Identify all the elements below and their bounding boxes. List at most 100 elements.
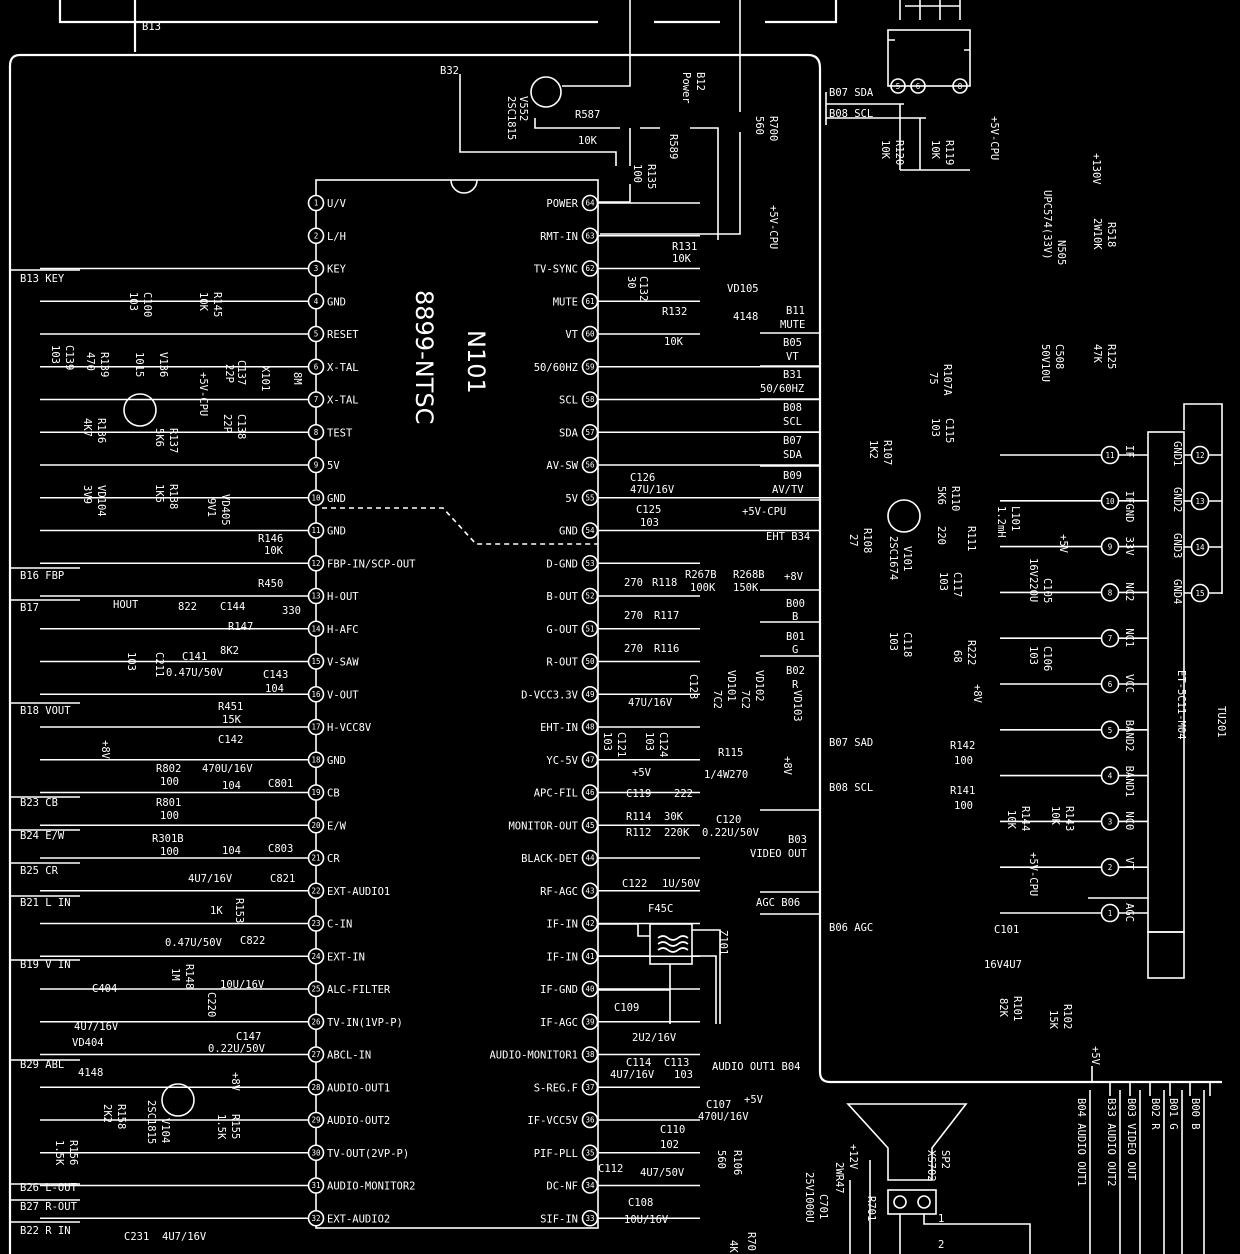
component-label: R144 [1019, 806, 1031, 831]
ic-pin-name: EHT-IN [540, 722, 578, 734]
component-label: 4K [727, 1240, 739, 1253]
ic-reference: N101 [462, 330, 490, 394]
ic-pin-number: 4 [314, 297, 319, 306]
ic-pin-name: 5V [565, 493, 578, 505]
ic-pin-name: R-OUT [546, 657, 578, 669]
ic-pin-circle [581, 1144, 599, 1162]
tuner-pin-number: 1 [1108, 909, 1113, 918]
component-label: +8V [971, 684, 983, 704]
net-label: B32 [440, 65, 459, 77]
bus-label: B26 L-OUT [20, 1182, 78, 1194]
bus-label: VIDEO OUT [750, 848, 808, 860]
ic-pin-circle [307, 587, 325, 605]
ic-pin-name: GND [327, 296, 346, 308]
ic-pin-name: TV-OUT(2VP-P) [327, 1148, 409, 1160]
ic-pin-circle [581, 456, 599, 474]
ic-pin-circle [307, 456, 325, 474]
component-label: C211 [153, 652, 165, 677]
ic-pin-number: 9 [314, 461, 319, 470]
ic-pin-number: 15 [311, 657, 320, 666]
component-label: 30K [664, 811, 684, 823]
ic-pin-name: DC-NF [546, 1181, 578, 1193]
component-label: R116 [654, 643, 679, 655]
ic-pin-name: SCL [559, 395, 578, 407]
ic-pin-circle [307, 1078, 325, 1096]
component-label: 560 [753, 116, 765, 135]
ic-pin-name: 5V [327, 460, 340, 472]
component-label: C404 [92, 983, 117, 995]
component-label: 270 [624, 643, 643, 655]
component-label: 330 [282, 605, 301, 617]
component-label: R101 [1011, 996, 1023, 1021]
ic-pin-circle [581, 1078, 599, 1096]
ic-pin-name: RF-AGC [540, 886, 578, 898]
bus-label: B33 AUDIO OUT2 [1105, 1098, 1117, 1187]
component-label: 10K [929, 140, 941, 160]
component-label: C120 [716, 814, 741, 826]
tuner-pin-name: GND4 [1171, 579, 1183, 604]
ic-pin-number: 43 [585, 886, 594, 895]
component-label: 220 [935, 526, 947, 545]
component-label: C100 [141, 292, 153, 317]
component-label: 3V9 [81, 485, 93, 504]
component-label: R143 [1063, 806, 1075, 831]
ic-pin-number: 30 [311, 1148, 321, 1157]
tuner-pin-name: VT [1123, 857, 1135, 870]
ic-pin-number: 6 [314, 362, 319, 371]
component-label: C147 [236, 1031, 261, 1043]
component-label: X101 [259, 366, 271, 391]
ic-pin-circle [307, 1177, 325, 1194]
ic-pin-number: 24 [311, 952, 321, 961]
ic-pin-circle [581, 1046, 599, 1063]
component-label: R112 [626, 827, 651, 839]
bus-label: B13 KEY [20, 273, 65, 285]
ic-pin-circle [581, 423, 599, 441]
ic-pin-number: 1 [314, 199, 319, 208]
component-label: VD105 [727, 283, 759, 295]
connector-pin-number: 2 [938, 1239, 944, 1251]
component-label: 103 [929, 418, 941, 437]
ic-pin-number: 22 [311, 886, 320, 895]
component-label: +5V-CPU [197, 372, 209, 416]
component-label: 0.47U/50V [165, 937, 223, 949]
ic-pin-name: POWER [546, 198, 578, 210]
ic-pin-number: 59 [585, 362, 594, 371]
component-label: R120 [893, 140, 905, 165]
ic-pin-number: 17 [311, 723, 320, 732]
component-label: HOUT [113, 599, 139, 611]
tuner-pin-number: 8 [1108, 588, 1113, 597]
component-label: 4U7/50V [640, 1167, 685, 1179]
ic-pin-circle [581, 325, 599, 343]
component-label: R156 [67, 1140, 79, 1165]
ic-pin-number: 35 [585, 1148, 594, 1157]
bus-label: B01 [786, 631, 805, 643]
component-label: R135 [645, 164, 657, 189]
component-label: 1015 [133, 352, 145, 377]
component-label: 100 [160, 776, 179, 788]
bus-label: G [792, 644, 798, 656]
tuner-pin-name: GND1 [1171, 441, 1183, 466]
component-label: 15K [1047, 1010, 1059, 1030]
component-label: 103 [127, 292, 139, 311]
component-label: 8K2 [220, 645, 239, 657]
component-label: +8V [781, 756, 793, 776]
component-label: 102 [660, 1139, 679, 1151]
component-label: C121 [615, 732, 627, 757]
ic-pin-number: 32 [311, 1214, 320, 1223]
ic-pin-circle [307, 947, 325, 965]
component-label: R801 [156, 797, 181, 809]
bus-label: AV/TV [772, 484, 804, 496]
ic-pin-circle [307, 227, 325, 245]
component-label: C138 [235, 414, 247, 439]
component-label: +5V-CPU [742, 506, 786, 518]
component-label: 0.22U/50V [702, 827, 760, 839]
component-label: C132 [637, 276, 649, 301]
bus-label: B16 FBP [20, 570, 64, 582]
ic-pin-number: 45 [585, 821, 594, 830]
component-label: 47U/16V [630, 484, 675, 496]
component-label: R153 [233, 898, 245, 923]
component-label: R136 [95, 418, 107, 443]
ic-pin-name: V-SAW [327, 657, 359, 669]
net-label: B07 SDA [829, 87, 874, 99]
tuner-pin-name: IFGND [1123, 491, 1135, 523]
